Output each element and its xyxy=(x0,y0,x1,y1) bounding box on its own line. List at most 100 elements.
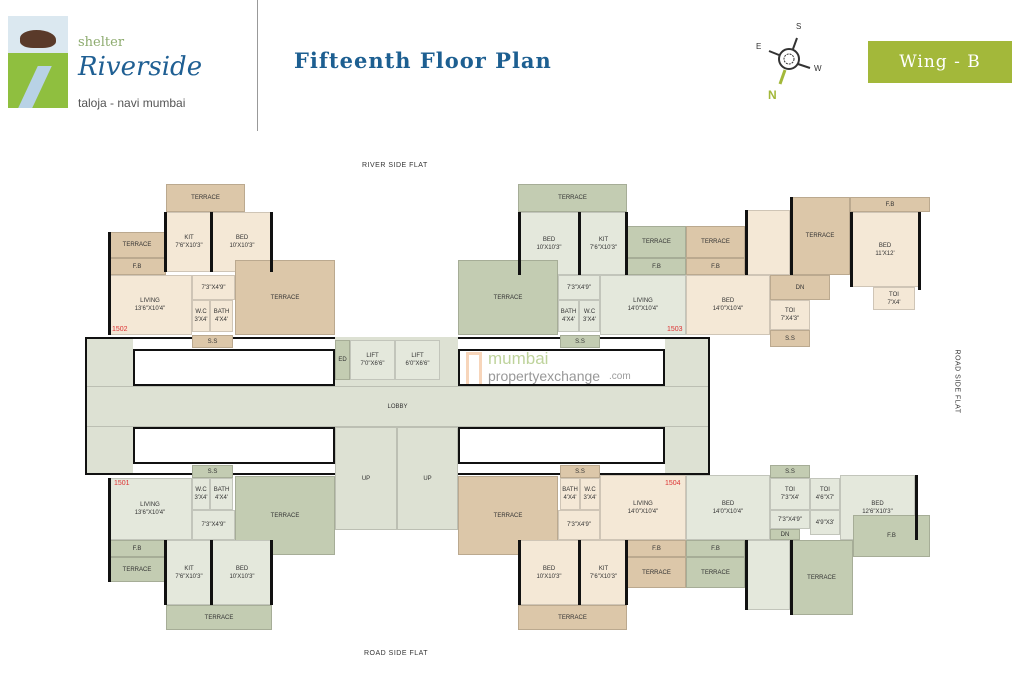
room-dimension: 7'3"X4'9" xyxy=(201,522,226,528)
bottom-side-label: ROAD SIDE FLAT xyxy=(364,650,429,657)
room-dimension: 7'0"X6'6" xyxy=(360,361,385,367)
unit-number: 1502 xyxy=(112,326,128,333)
wall xyxy=(600,473,710,475)
wall xyxy=(108,478,111,582)
wall xyxy=(745,210,748,275)
room-dimension: 6'0"X6'6" xyxy=(405,361,430,367)
room-label: TOI xyxy=(820,487,830,493)
wall xyxy=(578,212,581,275)
wall xyxy=(458,473,560,475)
room-dimension: 7'3"X4'9" xyxy=(567,522,591,528)
room-label: TERRACE xyxy=(122,242,152,248)
room-s-s: S.S xyxy=(560,335,600,348)
room-label: W.C xyxy=(584,487,596,493)
room-dimension: 10'X10'3" xyxy=(536,573,562,580)
room-label: F.B xyxy=(132,263,142,270)
room-dimension: 7'6"X10'3" xyxy=(175,573,203,580)
room-terrace: TERRACE xyxy=(108,232,166,258)
room-dimension: 7'3"X4'9" xyxy=(778,516,802,523)
room-label: TERRACE xyxy=(558,614,587,621)
room-label: DN xyxy=(780,531,790,538)
room-dimension: 7'6"X10'3" xyxy=(589,244,618,251)
room-label: KIT xyxy=(598,565,609,572)
room-label: TERRACE xyxy=(807,574,836,581)
wall xyxy=(85,337,192,339)
room-label: UP xyxy=(423,475,432,482)
wall xyxy=(625,212,628,275)
wall xyxy=(850,212,853,287)
room-f-b: F.B xyxy=(850,197,930,212)
room-dimension: 7'6"X10'3" xyxy=(589,573,618,580)
wall xyxy=(210,212,213,272)
room-label: TERRACE xyxy=(558,195,587,201)
wall xyxy=(518,212,521,275)
room-terrace: TERRACE xyxy=(518,605,627,630)
room-label: S.S xyxy=(207,468,218,475)
header-divider xyxy=(257,0,258,131)
room-terrace: TERRACE xyxy=(790,197,850,275)
brand-name: Riverside xyxy=(78,52,203,82)
room-label: TOI xyxy=(785,308,795,314)
room-s-s: S.S xyxy=(770,330,810,347)
wall xyxy=(745,540,748,610)
room-terrace: TERRACE xyxy=(235,260,335,335)
room-label: BATH xyxy=(562,487,578,493)
room-dimension: 3'X4' xyxy=(194,495,208,501)
room-passage: 7'3"X4'9" xyxy=(770,510,810,529)
wall xyxy=(108,232,111,335)
room-passage xyxy=(745,540,790,610)
room-terrace: TERRACE xyxy=(108,557,166,582)
wing-badge: Wing - B xyxy=(868,41,1012,83)
room-label: LIVING xyxy=(140,502,160,508)
room-passage: 7'3"X4'9" xyxy=(558,275,600,300)
room-label: TERRACE xyxy=(122,566,152,573)
room-label: TERRACE xyxy=(493,294,523,301)
room-dimension: 4'9"X3' xyxy=(815,519,835,526)
room-dimension: 10'X10'3" xyxy=(229,573,255,580)
room-terrace: TERRACE xyxy=(627,557,686,588)
room-label: S.S xyxy=(785,335,795,342)
room-label: KIT xyxy=(598,236,609,243)
room-dimension: 7'X4'3" xyxy=(780,316,800,322)
room-terrace: TERRACE xyxy=(166,184,245,212)
room-dimension: 11'X12' xyxy=(875,250,895,257)
room-label: F.B xyxy=(132,545,142,552)
wall xyxy=(790,540,793,615)
room-dimension: 7'X4' xyxy=(887,299,901,306)
wall xyxy=(458,337,560,339)
room-dn: DN xyxy=(770,275,830,300)
room-dimension: 10'X10'3" xyxy=(536,244,562,251)
room-label: TERRACE xyxy=(701,239,730,245)
room-s-s: S.S xyxy=(770,465,810,478)
room-label: TERRACE xyxy=(805,233,835,239)
room-terrace: TERRACE xyxy=(458,260,558,335)
room-label: S.S xyxy=(207,338,218,345)
room-passage: 7'3"X4'9" xyxy=(192,275,235,300)
room-terrace: TERRACE xyxy=(518,184,627,212)
river-icon xyxy=(18,66,52,108)
room-up: UP xyxy=(335,427,397,530)
room-dimension: 4'X4' xyxy=(215,495,228,501)
wall xyxy=(600,337,710,339)
room-dimension: 12'6"X10'3" xyxy=(862,508,893,515)
room-dimension: 13'6"X10'4" xyxy=(134,306,166,312)
bird-icon xyxy=(20,30,56,48)
room-passage: 7'3"X4'9" xyxy=(558,510,600,540)
room-dn: DN xyxy=(770,529,800,540)
open-void xyxy=(458,349,665,386)
